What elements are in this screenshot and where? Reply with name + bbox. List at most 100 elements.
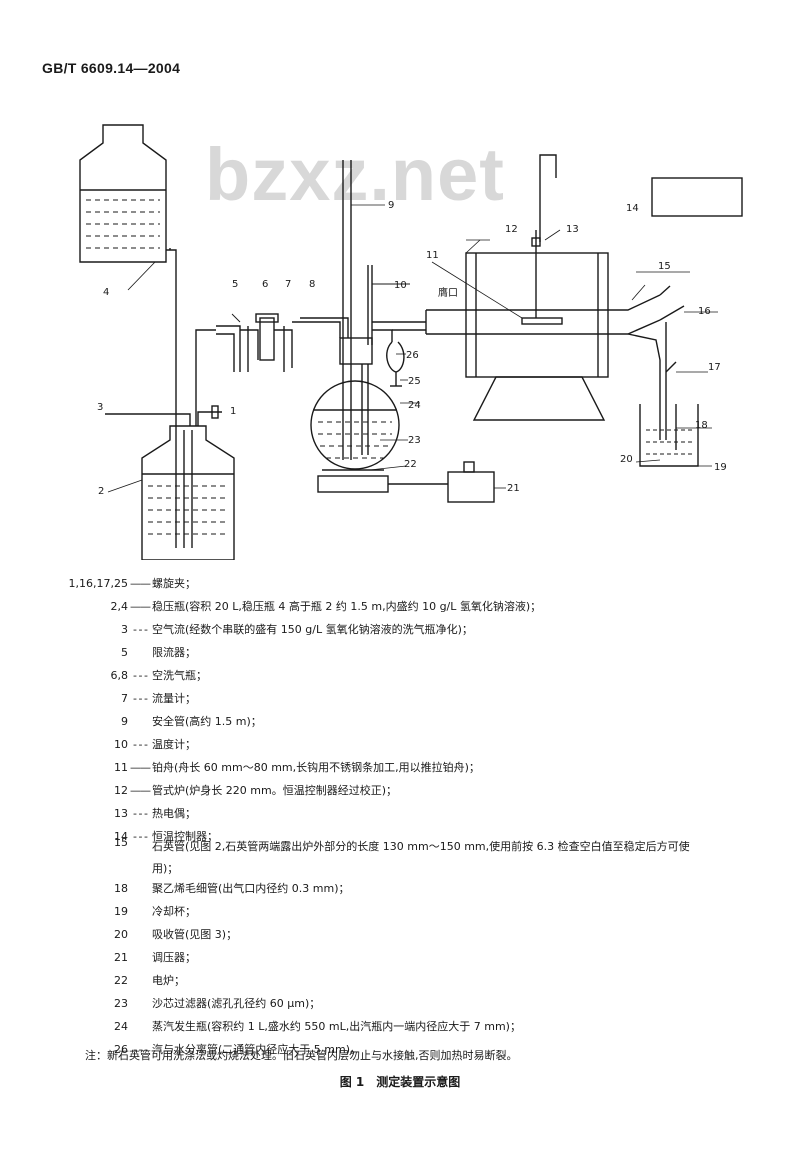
- legend-row: 7 - - - 流量计；: [0, 692, 712, 706]
- legend-num: 23: [114, 997, 128, 1010]
- legend-num: 19: [114, 905, 128, 918]
- legend-sep: - - -: [133, 830, 148, 843]
- legend-sep: [128, 928, 152, 942]
- legend-num: 1,16,17,25: [68, 577, 128, 590]
- legend-num: 21: [114, 951, 128, 964]
- legend-sep: ——: [130, 784, 151, 797]
- legend-desc: 螺旋夹；: [152, 577, 196, 590]
- legend-row: 22 电炉；: [0, 974, 712, 988]
- legend-row: 12 —— 管式炉(炉身长 220 mm。恒温控制器经过校正)；: [0, 784, 712, 798]
- legend-row: 19 冷却杯；: [0, 905, 712, 919]
- label-4: 4: [103, 287, 109, 298]
- bottle-2: [141, 425, 235, 560]
- legend-num: 12: [114, 784, 128, 797]
- legend-num: 22: [114, 974, 128, 987]
- bottle-4: [79, 124, 167, 263]
- legend-desc: 空气流(经数个串联的盛有 150 g/L 氢氧化钠溶液的洗气瓶净化)；: [152, 623, 473, 636]
- label-1: 1: [230, 406, 236, 417]
- legend-sep: - - -: [133, 807, 148, 820]
- legend-row: 18 聚乙烯毛细管(出气口内径约 0.3 mm)；: [0, 882, 712, 896]
- legend-desc: 电炉；: [152, 974, 185, 987]
- legend-row: 5 限流器；: [0, 646, 712, 660]
- legend-num: 13: [114, 807, 128, 820]
- label-19: 19: [714, 462, 727, 473]
- legend-row: 13 - - - 热电偶；: [0, 807, 712, 821]
- legend-desc: 恒温控制器；: [152, 830, 218, 843]
- legend-num: 14: [114, 830, 128, 843]
- legend-sep: - - -: [133, 1043, 148, 1056]
- label-16: 16: [698, 306, 711, 317]
- tube-furnace: [465, 252, 609, 378]
- label-20: 20: [620, 454, 633, 465]
- legend-sep: - - -: [133, 738, 148, 751]
- legend-row: 9 安全管(高约 1.5 m)；: [0, 715, 712, 729]
- legend-desc: 汽与水分离管(二通管内径应大于 5 mm)。: [152, 1043, 362, 1056]
- legend-sep: [128, 997, 152, 1011]
- legend-sep: [128, 951, 152, 965]
- label-14: 14: [626, 203, 639, 214]
- label-17: 17: [708, 362, 721, 373]
- standard-code: GB/T 6609.14—2004: [42, 60, 181, 76]
- legend-desc: 限流器；: [152, 646, 196, 659]
- figure-note: 注：新石英管可用洗涤法或灼烧法处理。旧石英管内层勿止与水接触,否则加热时易断裂。: [85, 1049, 518, 1062]
- legend-sep: - - -: [133, 623, 148, 636]
- legend-row: 6,8 - - - 空洗气瓶；: [0, 669, 712, 683]
- legend-sep: [128, 715, 152, 729]
- label-23: 23: [408, 435, 421, 446]
- legend-desc: 安全管(高约 1.5 m)；: [152, 715, 262, 728]
- legend-num: 18: [114, 882, 128, 895]
- label-25: 25: [408, 376, 421, 387]
- label-21: 21: [507, 483, 520, 494]
- legend-desc: 沙芯过滤器(滤孔孔径约 60 μm)；: [152, 997, 321, 1010]
- label-2: 2: [98, 486, 104, 497]
- label-orifice: 膺口: [438, 286, 458, 299]
- legend-desc: 流量计；: [152, 692, 196, 705]
- legend-desc: 管式炉(炉身长 220 mm。恒温控制器经过校正)；: [152, 784, 398, 797]
- legend-num: 10: [114, 738, 128, 751]
- label-24: 24: [408, 400, 421, 411]
- label-7: 7: [285, 279, 291, 290]
- legend-desc: 稳压瓶(容积 20 L,稳压瓶 4 高于瓶 2 约 1.5 m,内盛约 10 g…: [152, 600, 542, 613]
- legend-num: 24: [114, 1020, 128, 1033]
- legend-sep: [128, 905, 152, 919]
- label-22: 22: [404, 459, 417, 470]
- legend-sep: [128, 1020, 152, 1034]
- legend-sep: ——: [130, 600, 151, 613]
- label-5: 5: [232, 279, 238, 290]
- legend-sep: [128, 974, 152, 988]
- legend-row: 2,4 —— 稳压瓶(容积 20 L,稳压瓶 4 高于瓶 2 约 1.5 m,内…: [0, 600, 712, 614]
- legend-num: 3: [121, 623, 128, 636]
- legend-num: 26: [114, 1043, 128, 1056]
- legend-desc: 冷却杯；: [152, 905, 196, 918]
- legend-row: 10 - - - 温度计；: [0, 738, 712, 752]
- legend-row: 26 - - - 汽与水分离管(二通管内径应大于 5 mm)。: [0, 1043, 712, 1057]
- legend-num: 5: [121, 646, 128, 659]
- legend-desc: 石英管(见图 2,石英管两端露出炉外部分的长度 130 mm～150 mm,使用…: [152, 840, 690, 875]
- legend-desc: 热电偶；: [152, 807, 196, 820]
- legend-row: 21 调压器；: [0, 951, 712, 965]
- legend-num: 11: [114, 761, 128, 774]
- legend-row: 15 石英管(见图 2,石英管两端露出炉外部分的长度 130 mm～150 mm…: [0, 836, 712, 875]
- legend-num: 7: [121, 692, 128, 705]
- apparatus-diagram: 1 2 3 4 5 6 7 8 9 10 11 12 13 14 15 16 1…: [79, 124, 743, 560]
- legend-row: 3 - - - 空气流(经数个串联的盛有 150 g/L 氢氧化钠溶液的洗气瓶净…: [0, 623, 712, 637]
- legend-desc: 蒸汽发生瓶(容积约 1 L,盛水约 550 mL,出汽瓶内一端内径应大于 7 m…: [152, 1020, 521, 1033]
- label-9: 9: [388, 200, 394, 211]
- legend-desc: 铂舟(舟长 60 mm～80 mm,长钩用不锈钢条加工,用以推拉铂舟)；: [152, 761, 480, 774]
- label-12: 12: [505, 224, 518, 235]
- legend-row: 20 吸收管(见图 3)；: [0, 928, 712, 942]
- label-13: 13: [566, 224, 579, 235]
- legend-desc: 聚乙烯毛细管(出气口内径约 0.3 mm)；: [152, 882, 350, 895]
- label-3: 3: [97, 402, 103, 413]
- legend-desc: 吸收管(见图 3)；: [152, 928, 238, 941]
- watermark: bzxz.net: [205, 133, 505, 216]
- legend-row: 1,16,17,25 —— 螺旋夹；: [0, 577, 712, 591]
- legend-num: 6,8: [110, 669, 129, 682]
- legend-desc: 温度计；: [152, 738, 196, 751]
- label-11: 11: [426, 250, 439, 261]
- legend-desc: 空洗气瓶；: [152, 669, 207, 682]
- label-6: 6: [262, 279, 268, 290]
- legend-row: 23 沙芯过滤器(滤孔孔径约 60 μm)；: [0, 997, 712, 1011]
- label-10: 10: [394, 280, 407, 291]
- legend-sep: - - -: [133, 692, 148, 705]
